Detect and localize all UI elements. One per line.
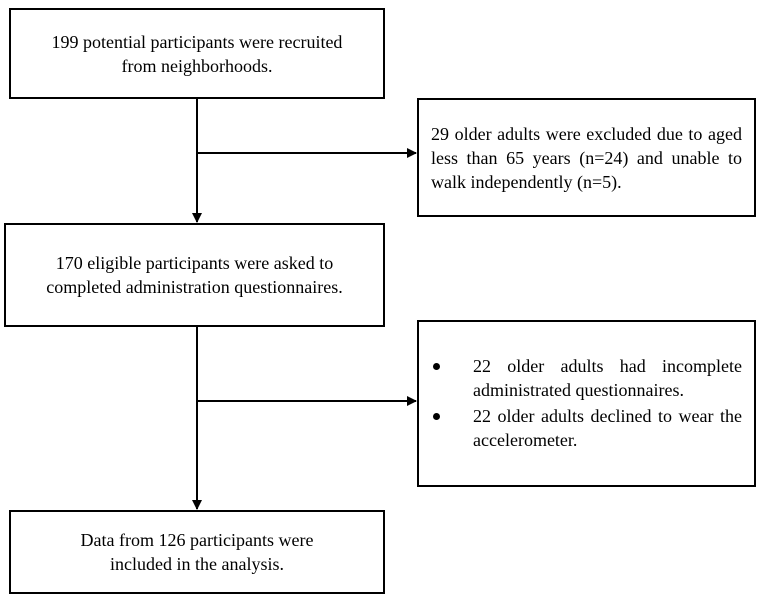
eligible-box: 170 eligible participants were asked to …: [4, 223, 385, 327]
list-item: 22 older adults had incomplete administr…: [429, 354, 742, 402]
dropped-box: 22 older adults had incomplete administr…: [417, 320, 756, 487]
bullet-icon: [433, 362, 440, 370]
analyzed-text: Data from 126 participants were included…: [80, 530, 314, 574]
dropped-item-text: 22 older adults had incomplete administr…: [473, 355, 742, 400]
recruited-box: 199 potential participants were recruite…: [9, 8, 385, 99]
dropped-list: 22 older adults had incomplete administr…: [429, 354, 742, 454]
eligible-text: 170 eligible participants were asked to …: [46, 253, 343, 297]
analyzed-box: Data from 126 participants were included…: [9, 510, 385, 594]
recruited-text: 199 potential participants were recruite…: [51, 31, 343, 76]
excluded-text: 29 older adults were excluded due to age…: [431, 123, 742, 192]
dropped-item-text: 22 older adults declined to wear the acc…: [473, 405, 742, 450]
bullet-icon: [433, 412, 440, 420]
list-item: 22 older adults declined to wear the acc…: [429, 404, 742, 452]
excluded-box: 29 older adults were excluded due to age…: [417, 98, 756, 217]
